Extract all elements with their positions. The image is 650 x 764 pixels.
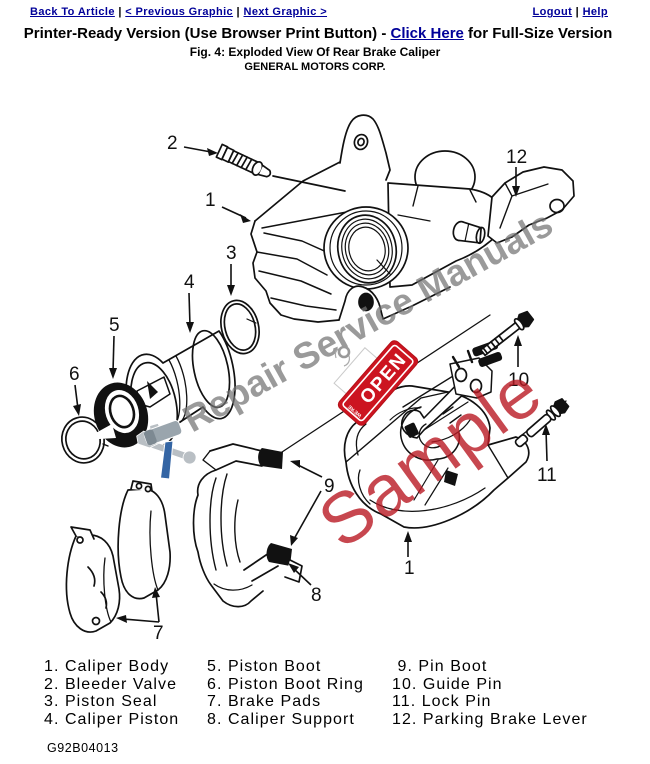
svg-text:1: 1 [205,190,216,211]
svg-text:9: 9 [324,476,335,497]
svg-text:6: 6 [69,364,80,385]
svg-text:5: 5 [109,315,120,336]
svg-text:2: 2 [167,133,178,154]
svg-text:11: 11 [537,465,557,486]
svg-text:8: 8 [311,585,322,606]
svg-text:10: 10 [508,370,529,391]
svg-text:1: 1 [404,558,415,579]
svg-text:12: 12 [506,147,527,168]
svg-text:7: 7 [153,623,164,644]
svg-text:4: 4 [184,272,195,293]
svg-text:3: 3 [226,243,237,264]
